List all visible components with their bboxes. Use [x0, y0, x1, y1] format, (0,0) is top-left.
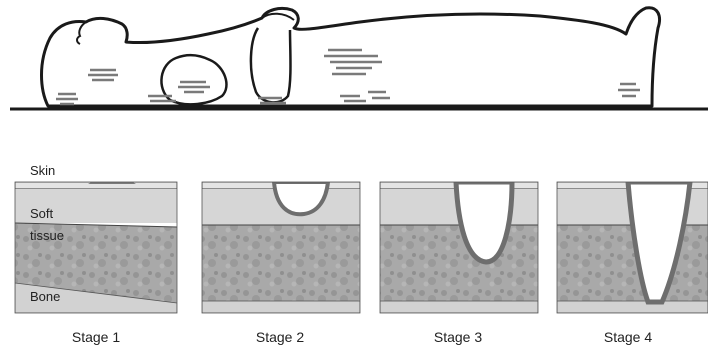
stage-4-cross-section — [557, 182, 708, 313]
muscle-layer — [202, 225, 360, 301]
stage-2-caption: Stage 2 — [200, 329, 360, 345]
stage-1-caption: Stage 1 — [16, 329, 176, 345]
bone-layer — [202, 301, 360, 313]
skin-redness-mark — [88, 178, 136, 184]
stage-3-caption: Stage 3 — [378, 329, 538, 345]
soft-tissue-label-line2: tissue — [30, 228, 64, 243]
bone-label: Bone — [30, 289, 60, 304]
patient-body-illustration — [10, 8, 708, 109]
stage-2-cross-section — [202, 182, 360, 313]
skin-label: Skin — [30, 163, 55, 178]
stage-3-cross-section — [380, 182, 538, 313]
muscle-layer — [380, 225, 538, 301]
bone-layer — [557, 301, 708, 313]
bent-arm-outline — [251, 28, 291, 102]
bone-layer — [380, 301, 538, 313]
soft-tissue-label-line1: Soft — [30, 206, 53, 221]
stage-4-caption: Stage 4 — [548, 329, 708, 345]
